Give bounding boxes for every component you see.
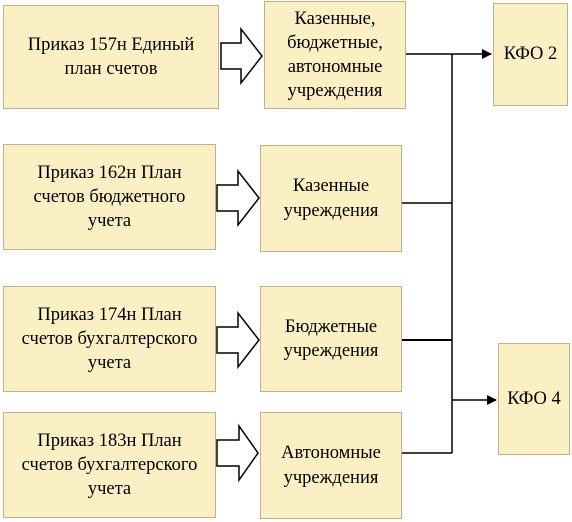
order-label-183n: Приказ 183н План счетов бухгалтерского у… bbox=[21, 430, 198, 500]
institution-label-state: Казенные учреждения bbox=[283, 176, 379, 221]
institution-label-budget: Бюджетные учреждения bbox=[283, 316, 379, 361]
block-arrow-1 bbox=[220, 26, 263, 86]
order-label-174n: Приказ 174н План счетов бухгалтерского у… bbox=[21, 304, 198, 374]
order-box-157n: Приказ 157н Единый план счетов bbox=[3, 5, 219, 109]
order-box-183n: Приказ 183н План счетов бухгалтерского у… bbox=[3, 412, 216, 518]
block-arrow-4 bbox=[216, 423, 259, 483]
order-box-174n: Приказ 174н План счетов бухгалтерского у… bbox=[3, 286, 216, 392]
target-label-kfo2: КФО 2 bbox=[503, 44, 558, 65]
order-label-157n: Приказ 157н Единый план счетов bbox=[27, 34, 195, 79]
institution-label-all: Казенные, бюджетные, автономные учрежден… bbox=[287, 8, 383, 102]
institution-label-autonomous: Автономные учреждения bbox=[281, 443, 381, 488]
target-box-kfo2: КФО 2 bbox=[493, 3, 568, 106]
target-box-kfo4: КФО 4 bbox=[498, 343, 570, 455]
block-arrow-2 bbox=[216, 168, 260, 228]
target-label-kfo4: КФО 4 bbox=[507, 388, 561, 409]
institution-box-autonomous: Автономные учреждения bbox=[260, 412, 402, 519]
institution-box-budget: Бюджетные учреждения bbox=[260, 286, 402, 392]
institution-box-state: Казенные учреждения bbox=[260, 145, 402, 252]
institution-box-all: Казенные, бюджетные, автономные учрежден… bbox=[264, 1, 406, 109]
block-arrow-3 bbox=[216, 310, 260, 370]
order-label-162n: Приказ 162н План счетов бюджетного учета bbox=[33, 162, 186, 232]
order-box-162n: Приказ 162н План счетов бюджетного учета bbox=[3, 144, 216, 250]
